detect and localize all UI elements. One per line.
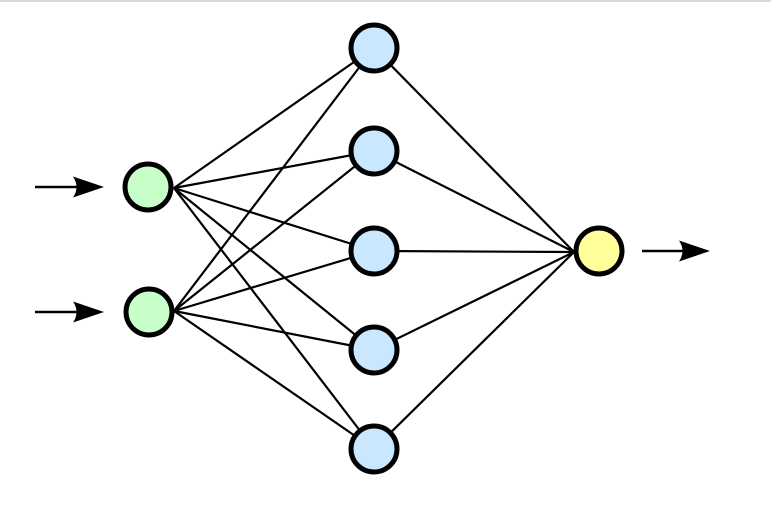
input-arrow-1-head-icon <box>73 176 104 198</box>
edge-input-1-to-hidden-4 <box>173 187 375 351</box>
edge-input-1-to-hidden-5 <box>173 187 375 450</box>
edge-input-2-to-hidden-2 <box>173 150 375 312</box>
hidden-node-5 <box>348 423 400 475</box>
edge-hidden-5-to-output-1 <box>373 251 575 450</box>
input-arrow-2-head-icon <box>73 301 104 323</box>
window-top-divider <box>0 0 771 2</box>
edge-input-1-to-hidden-3 <box>173 186 375 253</box>
hidden-node-4 <box>348 324 400 376</box>
edge-input-1-to-hidden-1 <box>173 47 375 189</box>
edge-input-2-to-hidden-3 <box>173 249 375 313</box>
hidden-node-3 <box>348 225 400 277</box>
edge-hidden-3-to-output-1 <box>373 249 575 254</box>
edge-input-2-to-hidden-5 <box>173 310 375 450</box>
output-arrow-head-icon <box>679 240 710 262</box>
output-node-1 <box>573 225 625 277</box>
edge-input-1-to-hidden-2 <box>173 149 375 190</box>
edge-hidden-1-to-output-1 <box>373 47 575 253</box>
edge-hidden-2-to-output-1 <box>373 150 575 253</box>
input-node-1 <box>122 161 174 213</box>
input-node-2 <box>123 286 175 338</box>
hidden-node-2 <box>348 125 400 177</box>
hidden-node-1 <box>348 22 400 74</box>
edge-input-2-to-hidden-4 <box>173 309 375 352</box>
edge-input-2-to-hidden-1 <box>173 47 375 312</box>
edge-hidden-4-to-output-1 <box>373 251 575 351</box>
